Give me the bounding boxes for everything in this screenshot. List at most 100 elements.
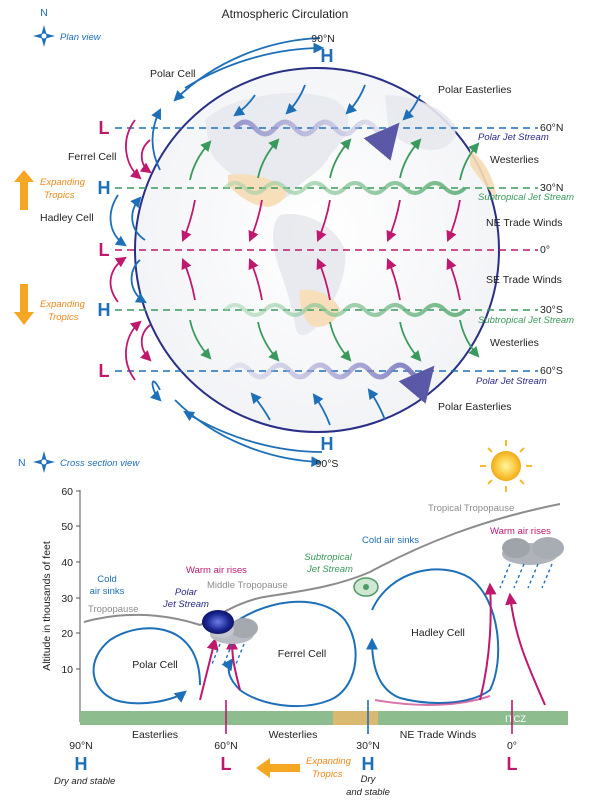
jet-label-subtropical-south: Subtropical Jet Stream bbox=[478, 315, 574, 326]
jet-label-polar-south: Polar Jet Stream bbox=[476, 376, 547, 387]
y-tick-50: 50 bbox=[61, 521, 73, 533]
cross-section-view: N Cross section view 60 50 40 30 20 10 A… bbox=[18, 440, 568, 798]
cold-sinks-mid: Cold air sinks bbox=[362, 535, 419, 546]
plan-view-label: Plan view bbox=[60, 32, 102, 43]
polar-cell-loop bbox=[92, 627, 201, 705]
ferrel-cell-section-label: Ferrel Cell bbox=[278, 648, 326, 660]
easterlies-label: Easterlies bbox=[132, 729, 178, 741]
subtropical-jet-stream-south bbox=[223, 303, 467, 317]
rising-air-equator-2 bbox=[505, 592, 546, 706]
low-60n-section: L bbox=[221, 754, 232, 774]
dry-stable-left: Dry and stable bbox=[54, 776, 115, 787]
middle-tropopause-label: Middle Tropopause bbox=[207, 580, 288, 591]
dry-stable-mid-1: Dry bbox=[361, 774, 377, 785]
polar-jet-stream-south bbox=[228, 362, 435, 404]
y-ticks bbox=[76, 490, 80, 670]
warm-rises-left: Warm air rises bbox=[186, 565, 247, 576]
jet-label-polar-north: Polar Jet Stream bbox=[478, 132, 549, 143]
rising-air-60n bbox=[199, 637, 219, 701]
compass-icon bbox=[33, 25, 55, 47]
plan-view: Atmospheric Circulation N Plan view 6 bbox=[14, 7, 574, 470]
wind-westerlies-north: Westerlies bbox=[490, 154, 539, 166]
wind-polar-easterlies-south: Polar Easterlies bbox=[438, 401, 512, 413]
ground-band bbox=[80, 711, 568, 725]
x-label-90n: 90°N bbox=[69, 740, 92, 752]
expanding-tropics-section-2: Tropics bbox=[312, 769, 343, 780]
itcz-label: ITCZ bbox=[505, 714, 526, 725]
high-30n: H bbox=[98, 178, 111, 198]
ferrel-cell-label: Ferrel Cell bbox=[68, 151, 116, 163]
lat-0: 0° bbox=[540, 244, 550, 256]
westerlies-label: Westerlies bbox=[269, 729, 318, 741]
expanding-tropics-left-arrow-icon bbox=[256, 758, 300, 778]
high-30s: H bbox=[98, 300, 111, 320]
polar-jet-stream-north bbox=[233, 119, 400, 161]
low-60s: L bbox=[99, 361, 110, 381]
north-pole-label: 90°N bbox=[311, 33, 334, 45]
polar-jet-label-1: Polar bbox=[175, 587, 198, 598]
wind-polar-easterlies-north: Polar Easterlies bbox=[438, 84, 512, 96]
y-tick-60: 60 bbox=[61, 486, 73, 498]
high-north-pole: H bbox=[321, 46, 334, 66]
surface-wind-arrows bbox=[181, 84, 480, 426]
expanding-tropics-north-1: Expanding bbox=[40, 177, 86, 188]
wind-se-trade: SE Trade Winds bbox=[486, 274, 562, 286]
low-equator-section: L bbox=[507, 754, 518, 774]
south-pole-label: 90°S bbox=[316, 458, 339, 470]
lat-30s: 30°S bbox=[540, 304, 563, 316]
wind-westerlies-south: Westerlies bbox=[490, 337, 539, 349]
expanding-tropics-south-2: Tropics bbox=[48, 312, 79, 323]
high-90n-section: H bbox=[75, 754, 88, 774]
warm-rises-right: Warm air rises bbox=[490, 526, 551, 537]
x-label-0: 0° bbox=[507, 740, 517, 752]
wind-ne-trade: NE Trade Winds bbox=[486, 217, 562, 229]
jet-label-subtropical-north: Subtropical Jet Stream bbox=[478, 192, 574, 203]
compass-north: N bbox=[40, 7, 48, 19]
tropopause-line bbox=[83, 503, 561, 627]
expanding-tropics-south-1: Expanding bbox=[40, 299, 86, 310]
y-tick-40: 40 bbox=[61, 557, 73, 569]
y-axis-label: Altitude in thousands of feet bbox=[41, 541, 53, 671]
subtropical-jet-label-2: Jet Stream bbox=[306, 564, 353, 575]
ferrel-cell-loop bbox=[221, 600, 357, 707]
cold-sinks-left-1: Cold bbox=[97, 574, 117, 585]
cloud-icon bbox=[499, 537, 564, 589]
y-tick-20: 20 bbox=[61, 628, 73, 640]
tropical-tropopause-label: Tropical Tropopause bbox=[428, 503, 514, 514]
expanding-tropics-down-arrow-icon bbox=[14, 284, 34, 325]
subtropical-jet-label-1: Subtropical bbox=[304, 552, 352, 563]
polar-jet-core bbox=[202, 610, 234, 634]
expanding-tropics-up-arrow-icon bbox=[14, 170, 34, 210]
lat-ticks bbox=[225, 700, 513, 734]
sun-icon bbox=[480, 440, 532, 492]
high-30n-section: H bbox=[362, 754, 375, 774]
polar-cell-label: Polar Cell bbox=[150, 68, 196, 80]
section-compass-north: N bbox=[18, 457, 26, 469]
polar-jet-label-2: Jet Stream bbox=[162, 599, 209, 610]
cold-sinks-left-2: air sinks bbox=[90, 586, 125, 597]
subtropical-jet-core-center bbox=[363, 584, 369, 590]
high-south-pole: H bbox=[321, 434, 334, 454]
lat-30n: 30°N bbox=[540, 182, 563, 194]
y-tick-30: 30 bbox=[61, 593, 73, 605]
low-60n: L bbox=[99, 118, 110, 138]
dry-stable-mid-2: and stable bbox=[346, 787, 390, 798]
expanding-tropics-section-1: Expanding bbox=[306, 756, 352, 767]
expanding-tropics-north-2: Tropics bbox=[44, 190, 75, 201]
hadley-cell-section-label: Hadley Cell bbox=[411, 627, 465, 639]
hadley-cell-loop bbox=[366, 568, 500, 704]
plan-title: Atmospheric Circulation bbox=[222, 7, 349, 21]
tropopause-label: Tropopause bbox=[88, 604, 138, 615]
rising-air-equator bbox=[479, 582, 497, 701]
x-label-30n: 30°N bbox=[356, 740, 379, 752]
ne-trade-label: NE Trade Winds bbox=[400, 729, 476, 741]
lat-60n: 60°N bbox=[540, 122, 563, 134]
section-view-label: Cross section view bbox=[60, 458, 140, 469]
subtropical-jet-stream-north bbox=[223, 181, 467, 195]
compass-icon bbox=[33, 451, 55, 473]
low-equator: L bbox=[99, 240, 110, 260]
polar-cell-section-label: Polar Cell bbox=[132, 659, 178, 671]
lat-60s: 60°S bbox=[540, 365, 563, 377]
